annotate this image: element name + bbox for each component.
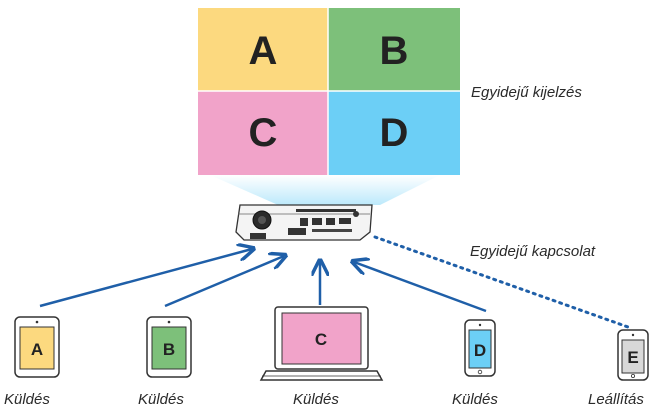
quadrant-d-letter: D	[380, 111, 409, 155]
device-a-label: Küldés	[4, 391, 50, 408]
device-b-label: Küldés	[138, 391, 184, 408]
arrow-device-d	[354, 262, 487, 313]
device-e-letter: E	[627, 348, 638, 367]
device-e-screen	[621, 339, 645, 374]
device-d-label: Küldés	[452, 391, 498, 408]
device-a-tablet: A	[14, 316, 60, 378]
device-d-phone: D	[464, 319, 496, 377]
device-e-phone: E	[617, 329, 649, 381]
device-b-screen	[151, 326, 187, 370]
quadrant-c	[198, 91, 328, 175]
device-c-label: Küldés	[293, 391, 339, 408]
device-b-letter: B	[163, 340, 175, 359]
connection-caption: Egyidejű kapcsolat	[470, 243, 596, 260]
arrow-device-a	[39, 249, 252, 308]
quadrant-d	[328, 91, 460, 175]
device-c-letter: C	[315, 330, 327, 349]
connection-arrows	[39, 235, 630, 329]
projection-screen: A B C D	[198, 8, 460, 175]
projector	[235, 204, 373, 241]
device-e-label: Leállítás	[588, 391, 644, 408]
device-c-laptop: C	[259, 306, 384, 381]
quadrant-a-letter: A	[249, 29, 278, 73]
dotted-link-device-e	[373, 235, 630, 329]
arrow-device-b	[164, 256, 284, 308]
device-a-letter: A	[31, 340, 43, 359]
quadrant-b	[328, 8, 460, 91]
quadrant-b-letter: B	[380, 29, 409, 73]
device-d-screen	[468, 329, 492, 369]
quadrant-c-letter: C	[249, 111, 278, 155]
device-a-screen	[19, 326, 55, 370]
device-b-tablet: B	[146, 316, 192, 378]
quadrant-a	[198, 8, 328, 91]
device-d-letter: D	[474, 341, 486, 360]
screen-caption: Egyidejű kijelzés	[471, 84, 582, 101]
projection-beam	[210, 175, 440, 205]
device-c-screen	[281, 312, 362, 365]
